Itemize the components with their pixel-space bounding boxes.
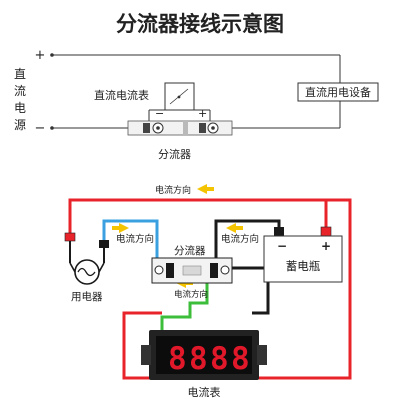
meter-digit-4: 8	[231, 341, 250, 377]
top-shunt-label: 分流器	[158, 147, 191, 161]
bottom-shunt-clip-right	[210, 263, 218, 278]
load-wave-icon	[77, 267, 96, 277]
bottom-shunt-clip-left	[166, 263, 174, 278]
page-title: 分流器接线示意图	[116, 12, 284, 36]
load-device	[64, 232, 109, 285]
dc-ammeter-label: 直流电流表	[94, 88, 149, 102]
meter-digit-2: 8	[189, 341, 208, 377]
battery-terminal-negative	[274, 227, 284, 236]
battery: − + 蓄电瓶	[263, 226, 343, 283]
red-wire-meter	[122, 222, 352, 380]
current-direction-label-green: 电流方向	[174, 289, 208, 300]
battery-plus-sign: +	[321, 239, 331, 253]
current-direction-label-top: 电流方向	[155, 184, 191, 196]
meter-display	[156, 336, 252, 374]
shunt-clip-left	[143, 123, 150, 133]
meter-label: 电流表	[188, 385, 221, 399]
load-label: 用电器	[71, 290, 103, 303]
meter-digit-3: 8	[210, 341, 229, 377]
dc-source-char-2: 流	[14, 84, 26, 98]
battery-terminal-positive	[320, 226, 332, 237]
black-wire-meter	[232, 266, 270, 315]
negative-terminal-dot	[50, 126, 54, 130]
bottom-diagram: 电流方向 电流方向 电流方向 电流方向	[64, 184, 352, 399]
current-arrow-black	[226, 223, 243, 233]
current-arrow-blue	[112, 223, 129, 233]
meter-clip-right	[257, 345, 267, 365]
meter-digit-1: 8	[168, 341, 187, 377]
current-direction-label-black: 电流方向	[221, 233, 259, 245]
bottom-shunt-bolt-right	[220, 265, 230, 275]
shunt-resistor-strip	[183, 121, 188, 135]
positive-terminal-dot	[50, 53, 54, 57]
dc-source-char-1: 直	[14, 67, 26, 81]
red-wire-right-rail	[326, 198, 352, 222]
shunt-clip-right	[199, 123, 206, 133]
battery-minus-sign: −	[277, 239, 287, 253]
top-diagram: + − 直 流 电 源 直流电流表 − + 分流器	[14, 48, 379, 161]
top-shunt	[127, 120, 233, 136]
battery-box	[263, 235, 343, 283]
current-meter: 8 8 8 8	[141, 330, 267, 380]
dc-source-char-4: 源	[14, 118, 26, 132]
ammeter-pivot	[177, 95, 181, 99]
dc-source-label: 直 流 电 源	[14, 67, 26, 132]
bottom-shunt-label: 分流器	[174, 244, 206, 257]
load-terminal-black	[99, 240, 109, 248]
source-minus-sign: −	[35, 121, 46, 136]
dc-device-label: 直流用电设备	[305, 85, 371, 99]
bottom-shunt-resistor	[182, 265, 202, 276]
current-arrow-top	[197, 184, 214, 194]
ammeter-minus-sign: −	[155, 107, 164, 120]
source-plus-sign: +	[35, 48, 46, 63]
red-wire-main	[68, 198, 328, 236]
bottom-shunt	[151, 257, 233, 284]
green-wire	[160, 283, 209, 330]
ammeter-plus-sign: +	[198, 107, 207, 120]
blue-wire	[102, 219, 159, 258]
bottom-shunt-bolt-left	[154, 265, 164, 275]
load-terminal-red	[64, 232, 76, 242]
meter-clip-left	[141, 345, 151, 365]
battery-label: 蓄电瓶	[286, 259, 321, 273]
current-direction-label-blue: 电流方向	[116, 233, 154, 245]
dc-device-box	[297, 82, 379, 102]
dc-source-char-3: 电	[14, 101, 26, 115]
